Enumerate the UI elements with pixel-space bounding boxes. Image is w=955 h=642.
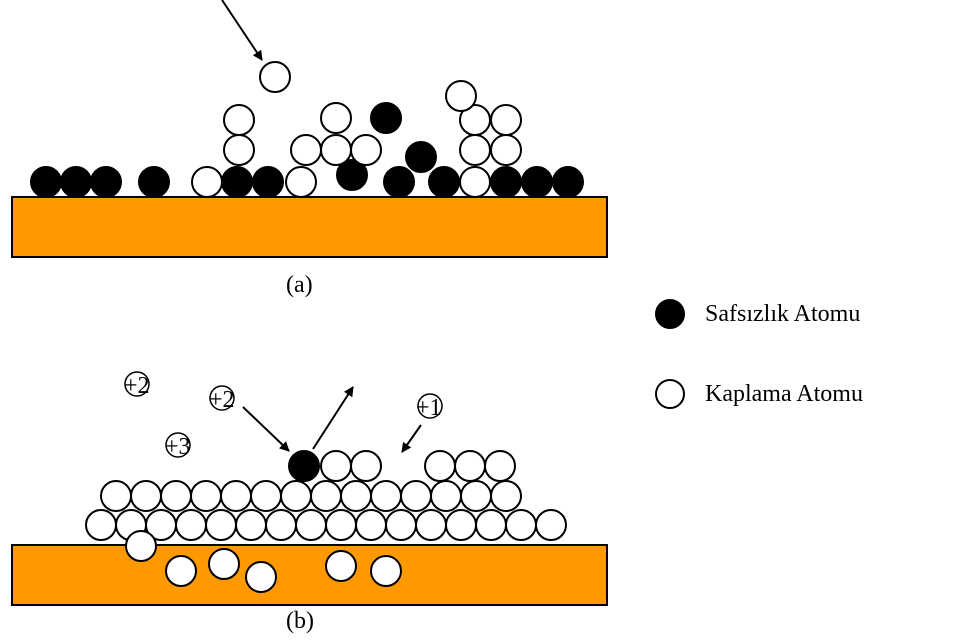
coating-atom	[220, 480, 252, 512]
coating-atom	[320, 134, 352, 166]
coating-atom	[160, 480, 192, 512]
substrate-a	[11, 196, 608, 258]
coating-atom	[445, 80, 477, 112]
caption-a: (a)	[286, 272, 313, 298]
coating-atom	[208, 548, 240, 580]
panel-a	[11, 0, 608, 258]
ion-label: +2	[124, 373, 150, 399]
impurity-atom	[221, 166, 253, 198]
impurity-atom	[383, 166, 415, 198]
panel-b: +2 +2 +3 +1	[11, 371, 608, 606]
ion-circle	[417, 393, 443, 419]
coating-atom	[125, 530, 157, 562]
coating-atom	[205, 509, 237, 541]
impurity-atom	[428, 166, 460, 198]
coating-atom	[415, 509, 447, 541]
coating-atom	[191, 166, 223, 198]
coating-atom	[290, 134, 322, 166]
coating-atom	[385, 509, 417, 541]
coating-atom	[370, 555, 402, 587]
coating-atom	[424, 450, 456, 482]
coating-atom	[490, 104, 522, 136]
coating-atom	[490, 480, 522, 512]
caption-b: (b)	[286, 608, 314, 634]
coating-atom	[223, 104, 255, 136]
coating-atom	[250, 480, 282, 512]
coating-atom	[484, 450, 516, 482]
coating-atom	[223, 134, 255, 166]
coating-atom	[355, 509, 387, 541]
ion-circle	[165, 432, 191, 458]
ion-label: +1	[416, 395, 442, 421]
coating-atom	[535, 509, 567, 541]
coating-atom	[505, 509, 537, 541]
coating-atom	[265, 509, 297, 541]
substrate-b	[11, 544, 608, 606]
ion-plus2-a: +2	[124, 371, 150, 399]
coating-atom	[460, 480, 492, 512]
atoms-a	[30, 61, 584, 198]
coating-atom	[445, 509, 477, 541]
impurity-atom	[405, 141, 437, 173]
ion-impact-arrow	[242, 406, 290, 452]
impurity-atom	[252, 166, 284, 198]
coating-atom	[320, 102, 352, 134]
coating-atom	[350, 134, 382, 166]
impurity-atom-icon	[655, 299, 685, 329]
impurity-atom	[90, 166, 122, 198]
coating-atom	[370, 480, 402, 512]
coating-atom	[400, 480, 432, 512]
ion-label: +2	[209, 387, 235, 413]
impurity-atom	[288, 450, 320, 482]
coating-atom	[190, 480, 222, 512]
coating-atom	[245, 561, 277, 593]
coating-atom	[459, 134, 491, 166]
coating-atom	[490, 134, 522, 166]
ion-plus3: +3	[165, 432, 191, 460]
coating-atom	[165, 555, 197, 587]
impurity-atom	[490, 166, 522, 198]
coating-atom	[259, 61, 291, 93]
coating-atom	[350, 450, 382, 482]
impurity-atom	[30, 166, 62, 198]
coating-atom	[325, 509, 357, 541]
coating-atom	[430, 480, 462, 512]
coating-atom	[130, 480, 162, 512]
coating-atom	[320, 450, 352, 482]
legend-impurity-label: Safsızlık Atomu	[705, 300, 861, 327]
legend-impurity: Safsızlık Atomu	[655, 297, 860, 331]
coating-atom	[340, 480, 372, 512]
coating-atom	[310, 480, 342, 512]
impurity-atom	[552, 166, 584, 198]
impurity-atom	[521, 166, 553, 198]
incoming-atom-arrow	[221, 0, 263, 61]
ion-plus1: +1	[416, 393, 443, 421]
atoms-b	[85, 450, 567, 593]
coating-atom	[325, 550, 357, 582]
coating-atom	[100, 480, 132, 512]
impurity-atom	[336, 159, 368, 191]
ion-circle	[209, 385, 235, 411]
coating-atom	[459, 166, 491, 198]
impurity-atom	[138, 166, 170, 198]
coating-atom	[475, 509, 507, 541]
ion-label: +3	[165, 434, 191, 460]
coating-atom-icon	[655, 379, 685, 409]
coating-atom	[175, 509, 207, 541]
coating-atom	[295, 509, 327, 541]
coating-atom	[285, 166, 317, 198]
ion-circle	[124, 371, 150, 397]
coating-atom	[280, 480, 312, 512]
coating-atom	[454, 450, 486, 482]
sputtered-atom-arrow	[312, 386, 354, 450]
impurity-atom	[60, 166, 92, 198]
impurity-atom	[370, 102, 402, 134]
coating-atom	[235, 509, 267, 541]
ion-plus2-b: +2	[209, 385, 235, 413]
ion-approach-arrow	[401, 424, 422, 453]
legend-coating-label: Kaplama Atomu	[705, 380, 863, 407]
legend-coating: Kaplama Atomu	[655, 377, 863, 411]
coating-atom	[85, 509, 117, 541]
